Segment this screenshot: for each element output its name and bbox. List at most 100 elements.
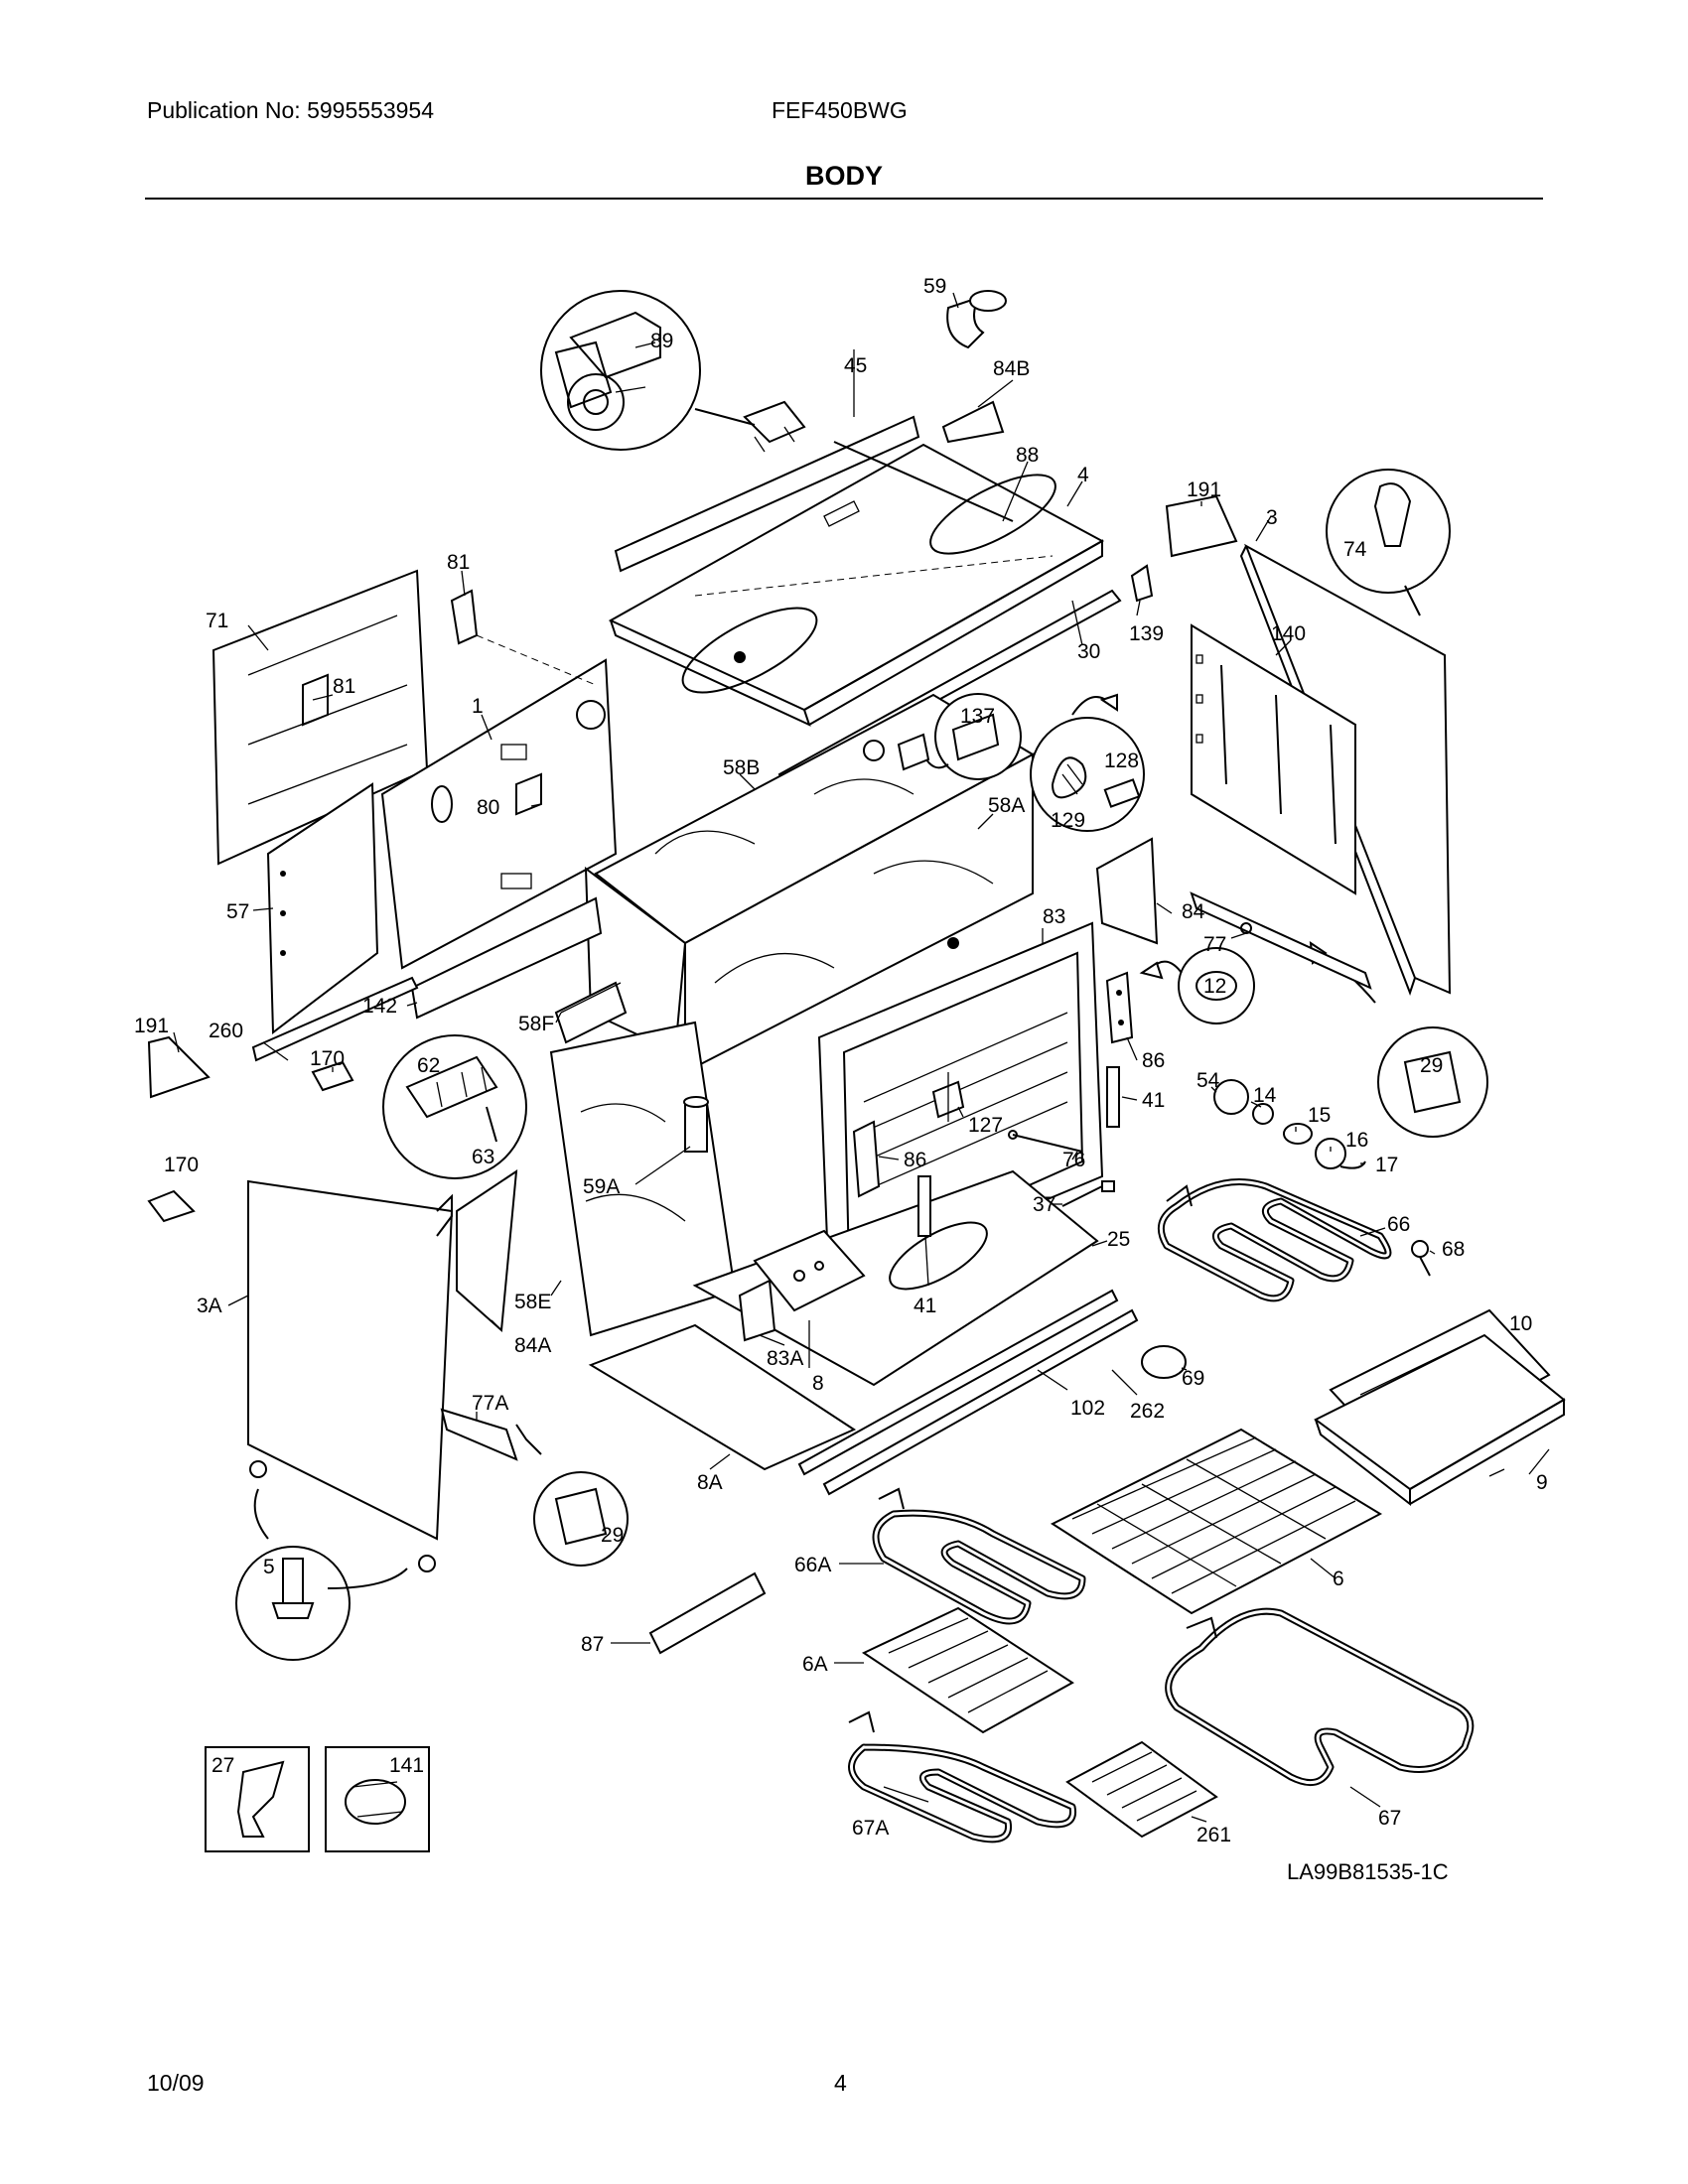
label-84: 84 <box>1182 900 1205 923</box>
label-66: 66 <box>1387 1213 1410 1236</box>
label-140: 140 <box>1271 622 1306 645</box>
page-number: 4 <box>834 2070 847 2096</box>
label-83: 83 <box>1043 905 1065 928</box>
part-8A-bottom-panel <box>588 1323 857 1471</box>
label-16: 16 <box>1345 1129 1368 1152</box>
label-59: 59 <box>923 275 946 298</box>
label-62: 62 <box>417 1054 440 1077</box>
label-17: 17 <box>1375 1154 1398 1176</box>
part-41-slot-a <box>1106 1066 1120 1128</box>
label-4: 4 <box>1077 464 1089 486</box>
part-6-oven-rack <box>1050 1428 1383 1615</box>
label-84A: 84A <box>514 1334 551 1357</box>
label-68: 68 <box>1442 1238 1465 1261</box>
part-170-block-a <box>311 1060 354 1092</box>
part-59-grommet <box>946 290 1007 349</box>
part-6A-rack <box>861 1606 1074 1734</box>
part-87-bracket <box>648 1571 767 1655</box>
label-128: 128 <box>1104 750 1139 772</box>
label-81-top: 81 <box>447 551 470 574</box>
label-29-left: 29 <box>601 1524 624 1547</box>
part-57-panel <box>266 782 379 1034</box>
label-58B: 58B <box>723 756 760 779</box>
part-74-detail <box>1326 469 1451 616</box>
part-84B-plate <box>941 400 1005 444</box>
part-102-rail <box>797 1289 1119 1476</box>
label-87: 87 <box>581 1633 604 1656</box>
label-45: 45 <box>844 354 867 377</box>
label-191-left: 191 <box>134 1015 169 1037</box>
part-62-63-detail <box>382 1034 527 1179</box>
part-58F-insulation <box>554 981 628 1044</box>
part-261-tray <box>1065 1740 1218 1839</box>
part-89-detail <box>540 290 756 451</box>
label-80: 80 <box>477 796 499 819</box>
publication-number: Publication No: 5995553954 <box>147 97 435 123</box>
part-86-hinge-b <box>852 1120 881 1198</box>
part-140-insulation-panel <box>1191 623 1356 895</box>
label-77: 77 <box>1203 933 1226 956</box>
label-37: 37 <box>1033 1193 1055 1216</box>
label-58E: 58E <box>514 1291 551 1313</box>
part-141-box <box>325 1746 430 1852</box>
drawing-code: LA99B81535-1C <box>1287 1859 1449 1884</box>
part-77A-rail <box>440 1408 518 1461</box>
part-76-probe <box>1008 1130 1083 1153</box>
label-191-top: 191 <box>1187 478 1221 501</box>
label-3: 3 <box>1266 506 1278 529</box>
part-128-129-detail <box>1030 693 1145 832</box>
label-8A: 8A <box>697 1471 723 1494</box>
part-14-gasket <box>1252 1103 1274 1125</box>
callout-labels: 59 89 45 84B 88 4 191 3 74 81 71 81 139 … <box>134 275 1548 1846</box>
header-rule <box>145 198 1543 200</box>
label-170-b: 170 <box>164 1154 199 1176</box>
part-67-element <box>1165 1607 1475 1787</box>
part-68-clip <box>1411 1240 1431 1277</box>
label-86-center: 86 <box>904 1149 926 1171</box>
label-170-a: 170 <box>310 1047 345 1070</box>
part-170-block-b <box>147 1189 196 1223</box>
label-74: 74 <box>1343 538 1367 561</box>
label-29-right: 29 <box>1420 1054 1443 1077</box>
part-137-detail <box>897 693 1022 780</box>
label-59A: 59A <box>583 1175 620 1198</box>
label-66A: 66A <box>794 1554 831 1576</box>
part-66A-element <box>872 1487 1086 1625</box>
part-29-detail-b <box>515 1424 629 1567</box>
part-16-socket <box>1315 1138 1346 1169</box>
part-66-bake-element <box>1157 1178 1392 1302</box>
label-142: 142 <box>362 995 397 1018</box>
label-6: 6 <box>1333 1568 1344 1590</box>
part-139-clip <box>1130 564 1154 603</box>
part-17-wire <box>1339 1160 1366 1169</box>
part-15-bulb <box>1283 1123 1313 1145</box>
label-71: 71 <box>206 610 228 632</box>
label-41-right: 41 <box>1142 1089 1165 1112</box>
label-260: 260 <box>209 1020 243 1042</box>
label-262: 262 <box>1130 1400 1165 1423</box>
label-89: 89 <box>650 330 673 352</box>
part-142-bracket <box>410 896 603 1020</box>
label-5: 5 <box>263 1556 275 1578</box>
label-58F: 58F <box>518 1013 554 1035</box>
label-15: 15 <box>1308 1104 1331 1127</box>
label-57: 57 <box>226 900 249 923</box>
publication-date: 10/09 <box>147 2070 205 2096</box>
part-27-box <box>205 1746 310 1852</box>
part-37-sensor <box>1061 1180 1115 1207</box>
label-67A: 67A <box>852 1817 889 1840</box>
part-86-hinge-a <box>1105 971 1134 1044</box>
part-45-bracket <box>614 400 920 573</box>
part-67A-element <box>848 1710 1077 1843</box>
label-30: 30 <box>1077 640 1100 663</box>
label-67: 67 <box>1378 1807 1401 1830</box>
label-6A: 6A <box>802 1653 828 1676</box>
part-59A-tube <box>683 1096 709 1153</box>
label-63: 63 <box>472 1146 494 1168</box>
label-54: 54 <box>1196 1069 1220 1092</box>
label-77A: 77A <box>472 1392 508 1415</box>
label-25: 25 <box>1107 1228 1130 1251</box>
part-262-rail <box>822 1308 1139 1496</box>
label-83A: 83A <box>767 1347 803 1370</box>
label-129: 129 <box>1051 809 1085 832</box>
